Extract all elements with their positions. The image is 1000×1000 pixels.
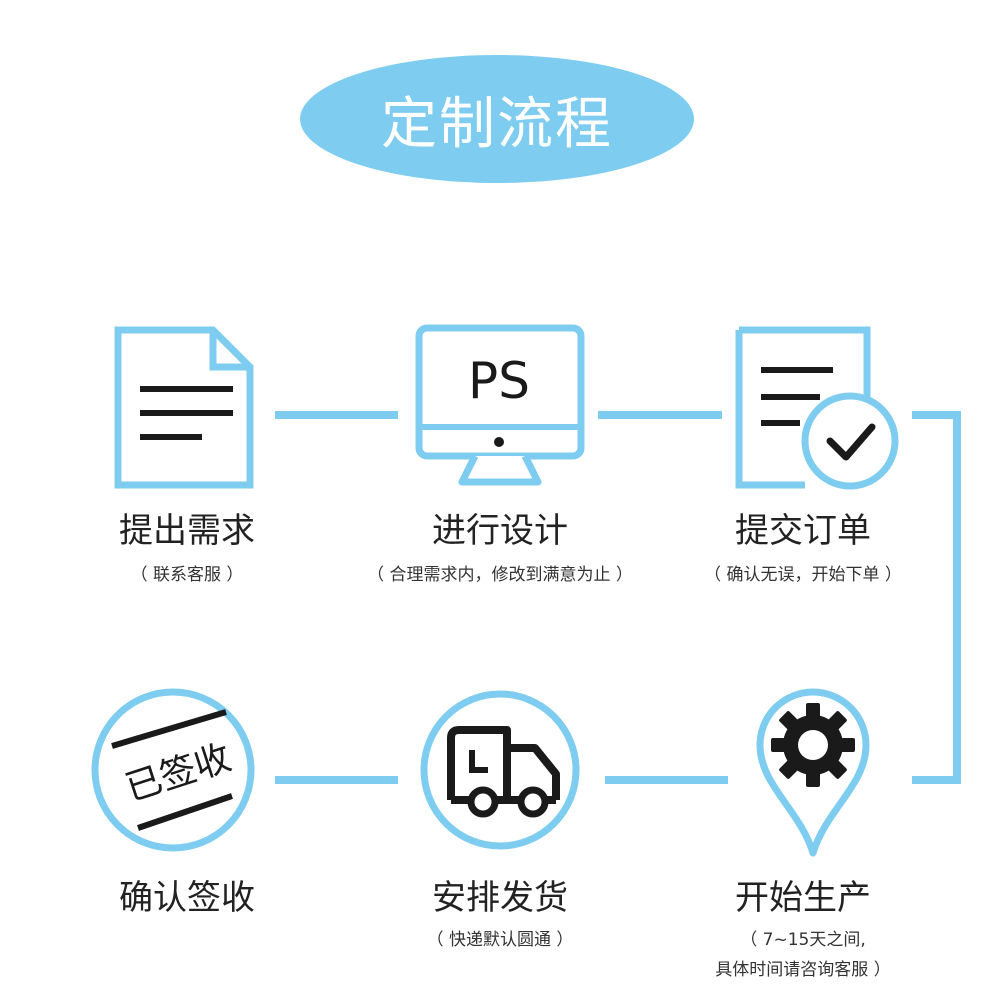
truck-icon <box>420 690 580 850</box>
step-label-design: 进行设计 <box>432 511 568 551</box>
connector-lines <box>275 411 961 784</box>
document-check-icon <box>735 326 899 490</box>
gear-pin-icon <box>756 688 870 857</box>
step-sub-submit-request: （ 联系客服 ） <box>130 565 244 585</box>
connector-3-4 <box>912 411 961 784</box>
step-sub-submit-order: （ 确认无误，开始下单 ） <box>704 565 902 585</box>
page-title: 定制流程 <box>381 91 613 157</box>
step-label-shipping: 安排发货 <box>432 878 568 918</box>
step-label-submit-order: 提交订单 <box>735 511 871 551</box>
step-sub-design: （ 合理需求内，修改到满意为止 ） <box>367 565 633 585</box>
ps-label: PS <box>468 352 530 410</box>
step-label-confirm-receipt: 确认签收 <box>119 878 255 918</box>
step-label-submit-request: 提出需求 <box>119 511 255 551</box>
step-sub-production-2: 具体时间请咨询客服 ） <box>715 960 891 980</box>
document-icon <box>114 326 254 489</box>
signed-stamp-icon: 已签收 <box>91 688 255 852</box>
monitor-ps-icon: PS <box>415 324 585 486</box>
step-sub-production: （ 7~15天之间, <box>740 930 866 950</box>
title-badge: 定制流程 <box>300 55 694 183</box>
step-sub-shipping: （ 快递默认圆通 ） <box>426 930 574 950</box>
step-label-production: 开始生产 <box>735 878 871 918</box>
